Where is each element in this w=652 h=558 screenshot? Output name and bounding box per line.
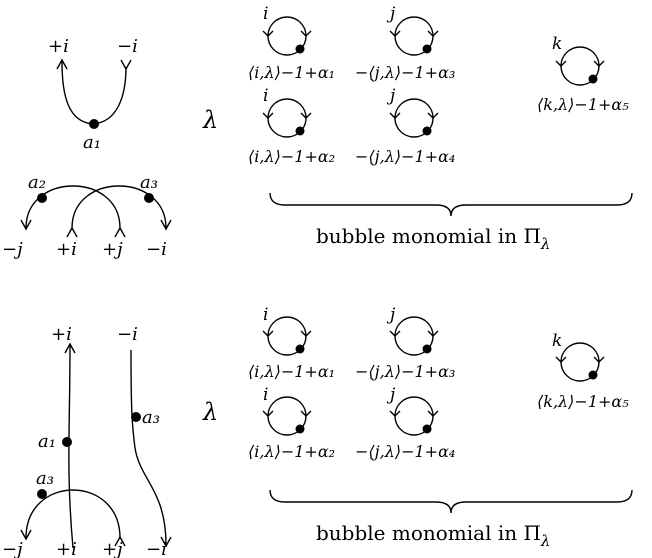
bubble-j3: j −⟨j,λ⟩−1+α₃ <box>355 305 455 381</box>
strand-plus-i <box>68 344 74 549</box>
dot-label-a3-right: a₃ <box>142 407 160 428</box>
down-arrow-icon <box>20 529 32 541</box>
brace-caption: bubble monomial in Πλ <box>316 521 550 550</box>
dot-label-a1: a₁ <box>38 431 56 452</box>
svg-text:k: k <box>552 331 562 351</box>
down-arrow-icon <box>160 536 172 548</box>
down-arrow-icon <box>120 59 132 71</box>
up-arrow-icon <box>56 58 68 70</box>
crossing-caps <box>20 185 172 238</box>
dot-marker <box>62 437 72 447</box>
dot-label-a3-left: a₃ <box>36 468 54 489</box>
up-arrow-icon <box>64 342 76 354</box>
cap-dot-label-right: a₃ <box>140 172 158 193</box>
up-arrow-icon <box>66 226 78 238</box>
svg-text:j: j <box>386 4 396 24</box>
up-arrow-icon <box>114 535 126 547</box>
bubble-j4: j −⟨j,λ⟩−1+α₄ <box>355 86 455 166</box>
bubble-k5: k ⟨k,λ⟩−1+α₅ <box>537 34 629 114</box>
up-arrow-icon <box>114 226 126 238</box>
dot-marker <box>144 193 154 203</box>
svg-text:j: j <box>386 86 396 106</box>
bubble-i2: i ⟨i,λ⟩−1+α₂ <box>248 385 335 461</box>
bubble-i1: i ⟨i,λ⟩−1+α₁ <box>248 305 335 381</box>
svg-text:j: j <box>386 385 396 405</box>
svg-text:⟨k,λ⟩−1+α₅: ⟨k,λ⟩−1+α₅ <box>537 95 629 114</box>
svg-text:⟨i,λ⟩−1+α₂: ⟨i,λ⟩−1+α₂ <box>248 442 335 461</box>
bottom-label-2: +i <box>56 239 77 260</box>
bottom-label-4: −i <box>146 539 167 558</box>
down-arrow-icon <box>160 219 172 231</box>
svg-text:−⟨j,λ⟩−1+α₄: −⟨j,λ⟩−1+α₄ <box>355 442 455 461</box>
svg-text:−⟨j,λ⟩−1+α₃: −⟨j,λ⟩−1+α₃ <box>355 362 455 381</box>
panel-2: +i −i a₁ a₃ a₃ −j +i +j −i λ i ⟨i,λ⟩−1+α… <box>2 305 633 558</box>
bottom-label-3: +j <box>102 539 123 558</box>
bubble-i1: i ⟨i,λ⟩−1+α₁ <box>248 4 335 82</box>
top-label-right: −i <box>117 324 138 345</box>
svg-text:⟨i,λ⟩−1+α₂: ⟨i,λ⟩−1+α₂ <box>248 147 335 166</box>
svg-text:⟨i,λ⟩−1+α₁: ⟨i,λ⟩−1+α₁ <box>248 362 335 381</box>
cap-dot-label-left: a₂ <box>28 172 46 193</box>
bubble-j3: j −⟨j,λ⟩−1+α₃ <box>355 4 455 82</box>
dot-marker <box>89 119 99 129</box>
svg-text:i: i <box>263 4 268 24</box>
svg-text:k: k <box>552 34 562 54</box>
dot-marker <box>131 412 141 422</box>
bubble-i2: i ⟨i,λ⟩−1+α₂ <box>248 86 335 166</box>
cup-label-left: +i <box>48 36 69 57</box>
dot-marker <box>37 489 47 499</box>
bottom-label-1: −j <box>2 239 23 260</box>
bottom-label-4: −i <box>146 239 167 260</box>
cup-dot-label: a₁ <box>83 132 101 153</box>
lambda-symbol: λ <box>202 106 218 134</box>
underbrace <box>269 489 633 514</box>
svg-text:i: i <box>263 385 268 405</box>
cup-strand <box>56 58 132 129</box>
svg-text:i: i <box>263 86 268 106</box>
underbrace <box>269 192 633 217</box>
bubble-k5: k ⟨k,λ⟩−1+α₅ <box>537 331 629 411</box>
bubble-j4: j −⟨j,λ⟩−1+α₄ <box>355 385 455 461</box>
svg-text:i: i <box>263 305 268 325</box>
cup-label-right: −i <box>117 36 138 57</box>
svg-text:j: j <box>386 305 396 325</box>
down-arrow-icon <box>20 219 32 231</box>
svg-text:⟨k,λ⟩−1+α₅: ⟨k,λ⟩−1+α₅ <box>537 392 629 411</box>
dot-marker <box>37 193 47 203</box>
brace-caption: bubble monomial in Πλ <box>316 224 550 253</box>
cap-j <box>25 489 121 539</box>
panel-1: +i −i a₁ a₂ a₃ −j +i +j −i λ i ⟨i,λ⟩−1+α… <box>2 4 633 260</box>
bottom-label-1: −j <box>2 539 23 558</box>
bottom-label-3: +j <box>102 239 123 260</box>
svg-text:−⟨j,λ⟩−1+α₄: −⟨j,λ⟩−1+α₄ <box>355 147 455 166</box>
strand-minus-i <box>130 349 167 546</box>
bottom-label-2: +i <box>56 539 77 558</box>
svg-text:⟨i,λ⟩−1+α₁: ⟨i,λ⟩−1+α₁ <box>248 63 335 82</box>
svg-text:−⟨j,λ⟩−1+α₃: −⟨j,λ⟩−1+α₃ <box>355 63 455 82</box>
top-label-left: +i <box>51 324 72 345</box>
lambda-symbol: λ <box>202 398 218 426</box>
